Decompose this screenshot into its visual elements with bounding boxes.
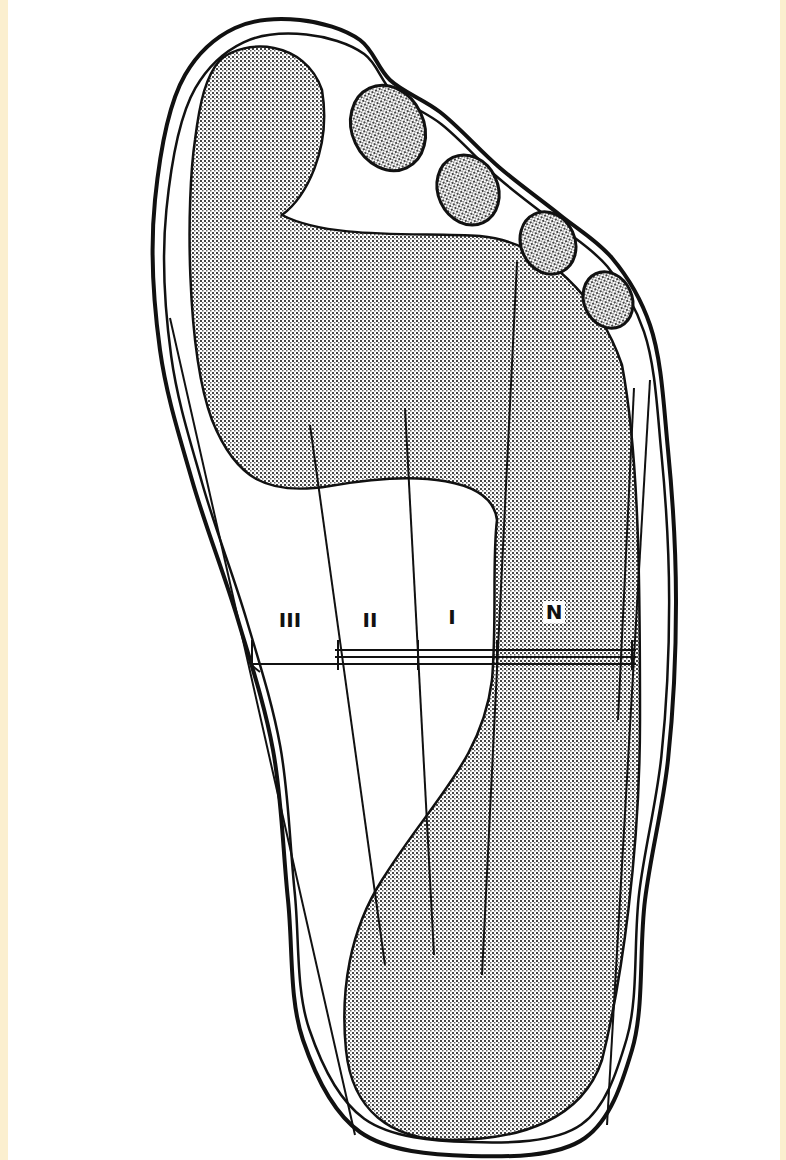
measure-line [250, 663, 636, 665]
sole-outline [164, 34, 669, 1143]
reference-line [405, 408, 434, 955]
measure-line [335, 656, 636, 658]
reference-line [310, 425, 385, 965]
foot-outline [153, 19, 676, 1156]
reference-line [170, 318, 355, 1135]
measure-tick [251, 640, 253, 670]
toe-print [510, 203, 586, 284]
measure-tick [631, 640, 633, 670]
measure-tick [496, 640, 498, 670]
toe-print [426, 145, 511, 236]
toe-print [337, 73, 439, 183]
reference-line [618, 388, 634, 720]
zone-label: II [360, 609, 381, 631]
reference-line [607, 380, 650, 1125]
zone-label: N [543, 601, 566, 623]
toe-print [574, 264, 642, 337]
white-panel [8, 0, 780, 1160]
zone-label: III [276, 609, 304, 631]
reference-line [482, 262, 517, 975]
measure-line [335, 649, 636, 651]
measure-tick [417, 640, 419, 670]
measure-tick [337, 640, 339, 670]
zone-label: I [445, 606, 458, 628]
footprint-area [190, 47, 640, 1140]
